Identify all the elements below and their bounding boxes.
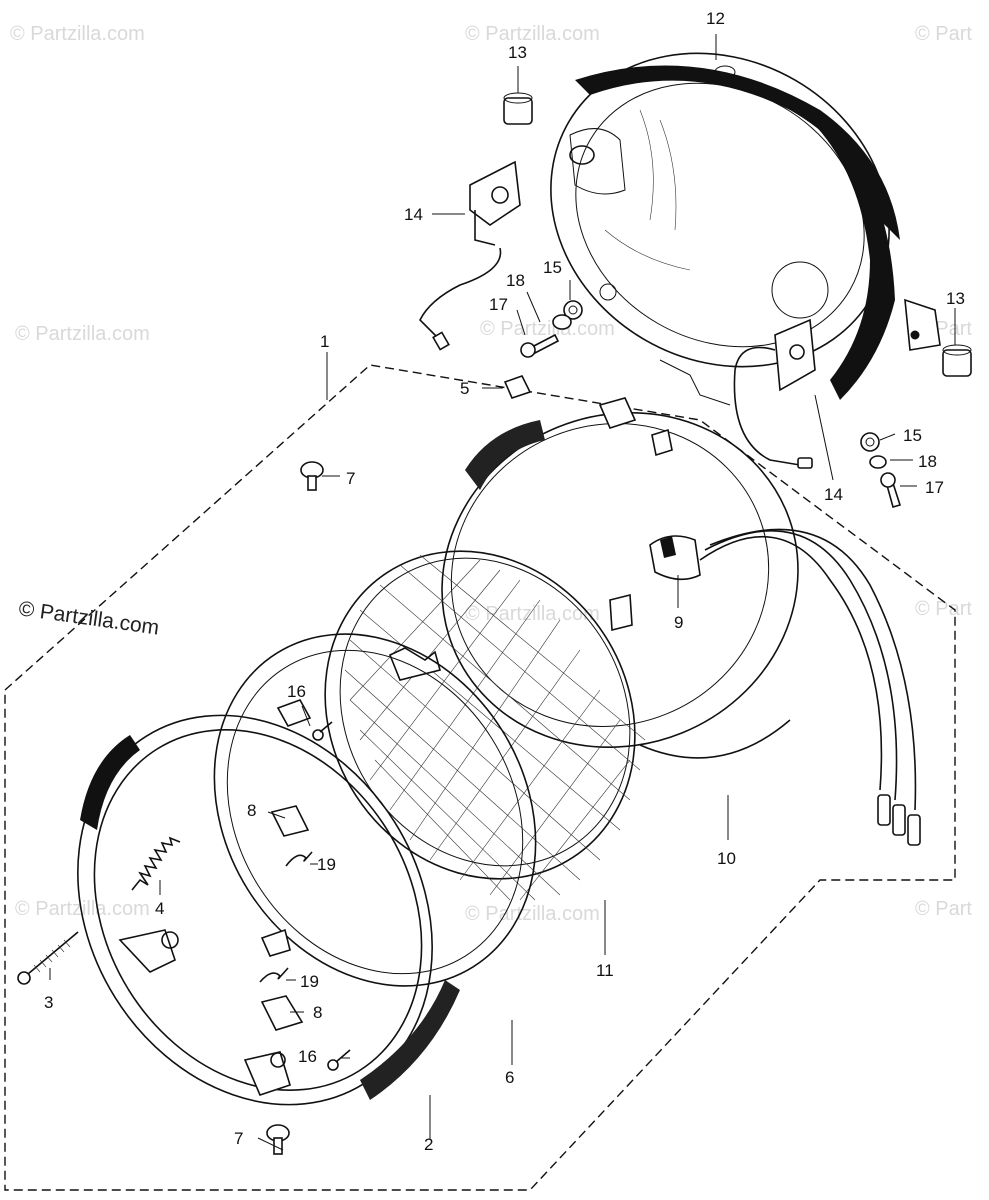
callout-16-upper: 16 [287,682,306,701]
callout-13-upper: 13 [508,43,527,62]
mounting-ring [213,633,537,987]
watermark-text: © Partzilla.com [480,318,615,340]
callout-19-upper: 19 [317,855,336,874]
callout-8-upper: 8 [247,801,256,820]
watermark-text: © Partzilla.com [10,23,145,45]
nut-washer-bolt-group [860,432,902,508]
watermark-text: © Partzilla.com [465,903,600,925]
callout-16-lower: 16 [298,1047,317,1066]
callout-15-lower: 15 [903,426,922,445]
watermark-text: © Partzilla.com [15,323,150,345]
callout-17-upper: 17 [489,295,508,314]
callout-11: 11 [596,961,614,980]
watermark-text: © Partzilla.com [465,23,600,45]
retaining-spring [259,967,289,983]
callout-10: 10 [717,849,736,868]
small-screw [312,721,333,741]
bulb-socket [649,535,701,581]
watermark-main: © Partzilla.com [17,597,160,639]
outer-trim-ring [77,714,460,1106]
watermark-text: © Part [915,23,972,45]
callout-7-lower: 7 [234,1129,243,1148]
callout-17-lower: 17 [925,478,944,497]
adjusting-screw [266,1124,290,1155]
adjusting-spring [131,836,181,891]
small-screw [327,1049,351,1071]
callout-15-upper: 15 [543,258,562,277]
watermark-text: © Partzilla.com [15,898,150,920]
callout-labels: 1 2 3 4 5 6 7 7 8 8 9 10 11 12 13 13 14 … [44,9,965,1154]
watermark-text: © Part [915,898,972,920]
callout-19-lower: 19 [300,972,319,991]
retaining-spring [285,851,313,867]
leader-lines [49,34,956,1151]
callout-12: 12 [706,9,725,28]
clip-nut [503,375,532,399]
callout-3: 3 [44,993,53,1012]
headlight-rim [441,397,799,759]
callout-13-lower: 13 [946,289,965,308]
watermark-text: © Part [915,598,972,620]
adjusting-screw [300,461,324,491]
headlight-case [550,52,941,406]
wiring-harness [699,528,921,846]
callout-5: 5 [460,379,469,398]
callout-7-upper: 7 [346,469,355,488]
callout-18-lower: 18 [918,452,937,471]
bushing-part [503,92,533,125]
clip-nut [270,805,310,837]
callout-2: 2 [424,1135,433,1154]
callout-4: 4 [155,899,164,918]
long-screw [17,931,79,985]
callout-18-upper: 18 [506,271,525,290]
clip-nut [260,995,304,1031]
bracket-wire-part [733,318,816,469]
bushing-part [942,344,972,377]
callout-14-lower: 14 [824,485,843,504]
callout-1: 1 [320,332,329,351]
callout-8-lower: 8 [313,1003,322,1022]
callout-6: 6 [505,1068,514,1087]
callout-14-upper: 14 [404,205,423,224]
callout-9: 9 [674,613,683,632]
nut-washer-bolt-group [520,300,583,358]
watermark-text: © Partzilla.com [465,603,600,625]
bracket-wire-part [419,160,521,351]
